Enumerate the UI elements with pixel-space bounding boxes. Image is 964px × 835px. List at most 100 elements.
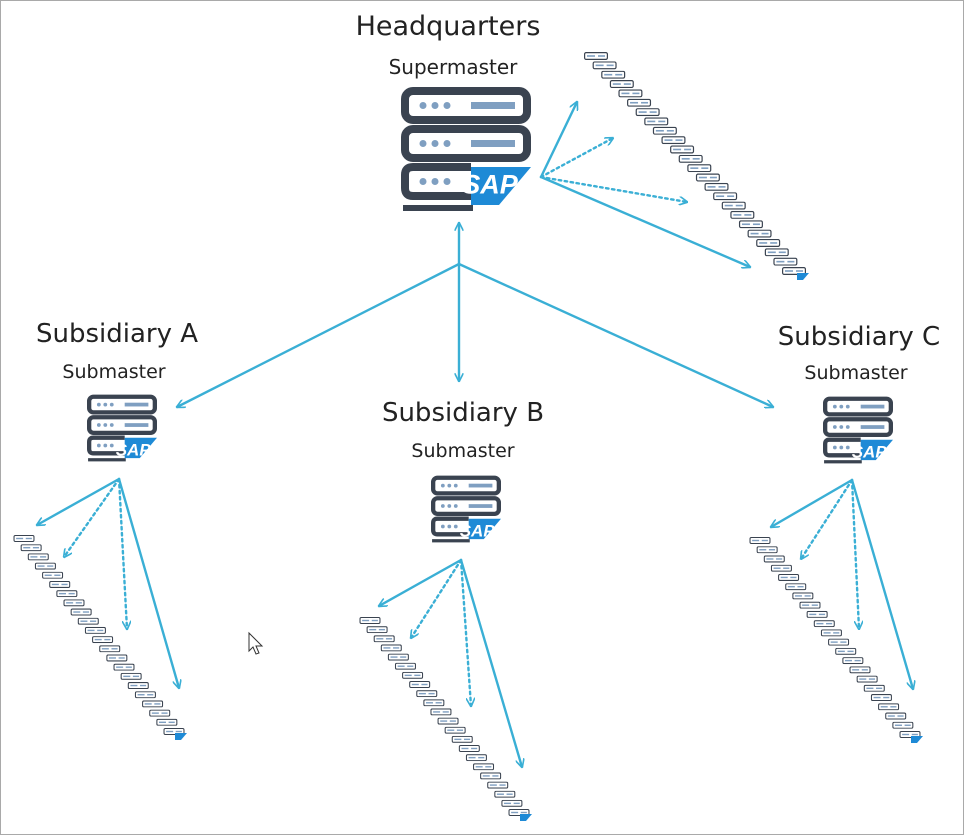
sap-logo-text: SAP — [852, 442, 888, 461]
mini-server-icon — [49, 580, 71, 588]
mini-server-icon — [892, 721, 914, 729]
mini-server-icon — [458, 745, 480, 752]
subsidiary-a-server-stack — [13, 535, 187, 740]
mini-server-icon — [601, 70, 626, 79]
hq-fan-arrow-1 — [539, 102, 577, 179]
mini-server-icon — [738, 220, 764, 229]
mini-server-icon — [394, 662, 417, 670]
subsidiary-c-fan-arrow-3 — [850, 478, 859, 631]
mini-server-icon — [42, 571, 64, 579]
mini-server-icon — [764, 248, 789, 257]
mini-server-icon — [437, 717, 459, 725]
subsidiary-c-server-stack — [749, 537, 923, 743]
server-stacks — [13, 52, 923, 821]
mini-server-icon — [756, 238, 781, 247]
mini-sap-badge — [911, 736, 923, 743]
subsidiary-c-server: SAP — [824, 399, 893, 464]
mini-server-icon — [792, 592, 814, 600]
mini-server-icon — [56, 590, 78, 598]
mini-server-icon — [749, 537, 771, 544]
subsidiary-a-fan-arrow-4 — [117, 477, 179, 688]
subsidiary-b-server-stack — [359, 617, 532, 821]
hq-fan-arrow-3 — [539, 175, 687, 202]
mini-server-icon — [670, 145, 695, 154]
mini-server-icon — [799, 601, 821, 609]
mini-server-icon — [820, 629, 842, 637]
mini-server-icon — [618, 89, 643, 98]
mini-server-icon — [678, 154, 703, 163]
mini-server-icon — [747, 229, 772, 238]
subsidiary-a-title: Subsidiary A — [35, 319, 199, 349]
mini-server-icon — [592, 61, 617, 70]
mini-sap-badge — [520, 814, 532, 821]
mini-server-icon — [472, 763, 495, 771]
mini-server-icon — [785, 583, 807, 591]
sap-logo-text: SAP — [116, 440, 152, 459]
mini-server-icon — [756, 546, 778, 554]
mini-server-icon — [635, 108, 660, 117]
mini-server-icon — [92, 636, 114, 644]
mini-server-icon — [878, 703, 900, 711]
mini-server-icon — [444, 726, 466, 734]
sap-logo-text: SAP — [460, 521, 496, 540]
mini-server-icon — [430, 708, 452, 716]
subsidiary-b-role: Submaster — [411, 440, 515, 462]
mini-server-icon — [27, 553, 49, 561]
subsidiary-b-fan-arrow-4 — [459, 558, 522, 767]
supermaster-server-stack — [583, 52, 809, 280]
mini-server-icon — [156, 718, 178, 726]
mini-server-icon — [451, 735, 473, 743]
connection-arrows — [37, 102, 913, 767]
mini-server-icon — [359, 617, 381, 624]
mini-server-icon — [778, 573, 800, 581]
hq-fan-arrow-4 — [539, 175, 750, 267]
mini-server-icon — [465, 754, 487, 762]
subsidiary-b-fan-arrow-2 — [411, 558, 463, 638]
mini-server-icon — [373, 635, 395, 643]
hq-fan-arrow-2 — [539, 138, 613, 179]
mini-server-icon — [763, 555, 785, 563]
mini-server-icon — [644, 117, 669, 126]
mini-server-icon — [134, 691, 156, 699]
mini-server-icon — [661, 136, 686, 145]
mini-server-icon — [842, 657, 864, 665]
mini-server-icon — [387, 653, 409, 661]
mini-server-icon — [366, 626, 388, 634]
mini-server-icon — [149, 709, 171, 717]
subsidiary-a-fan-arrow-1 — [37, 477, 121, 525]
subsidiary-c-fan-arrow-4 — [850, 478, 913, 689]
mini-sap-badge — [797, 273, 809, 280]
mini-server-icon — [113, 663, 135, 671]
mini-server-icon — [806, 610, 828, 618]
mini-server-icon — [120, 672, 142, 680]
mini-server-icon — [20, 544, 42, 552]
mini-sap-badge — [175, 733, 187, 740]
mini-server-icon — [704, 182, 729, 191]
mini-server-icon — [652, 126, 677, 135]
headquarters-role: Supermaster — [388, 55, 518, 79]
mini-server-icon — [380, 644, 402, 652]
sap-logo-text: SAP — [462, 170, 519, 200]
mini-server-icon — [494, 790, 516, 798]
mini-server-icon — [402, 671, 424, 679]
headquarters-server: SAP — [403, 91, 531, 211]
subsidiary-a-fan-arrow-2 — [64, 477, 121, 557]
subsidiary-c-role: Submaster — [804, 362, 908, 384]
subsidiary-b-fan-arrow-3 — [459, 558, 471, 706]
headquarters-title: Headquarters — [355, 11, 541, 42]
subsidiary-b-fan-arrow-1 — [379, 558, 463, 606]
mini-server-icon — [773, 257, 798, 266]
mini-server-icon — [99, 645, 121, 653]
mini-server-icon — [142, 700, 164, 708]
mini-server-icon — [813, 620, 835, 628]
mini-server-icon — [870, 694, 892, 702]
mini-server-icon — [609, 80, 634, 89]
mini-server-icon — [63, 599, 85, 607]
mini-server-icon — [626, 98, 652, 107]
mini-server-icon — [863, 684, 885, 692]
subsidiary-b-server: SAP — [432, 478, 501, 543]
mini-server-icon — [695, 173, 720, 182]
mini-server-icon — [713, 192, 738, 201]
server-nodes: SAP SAP SAP SAP — [88, 91, 893, 542]
mouse-pointer-icon — [248, 631, 264, 655]
